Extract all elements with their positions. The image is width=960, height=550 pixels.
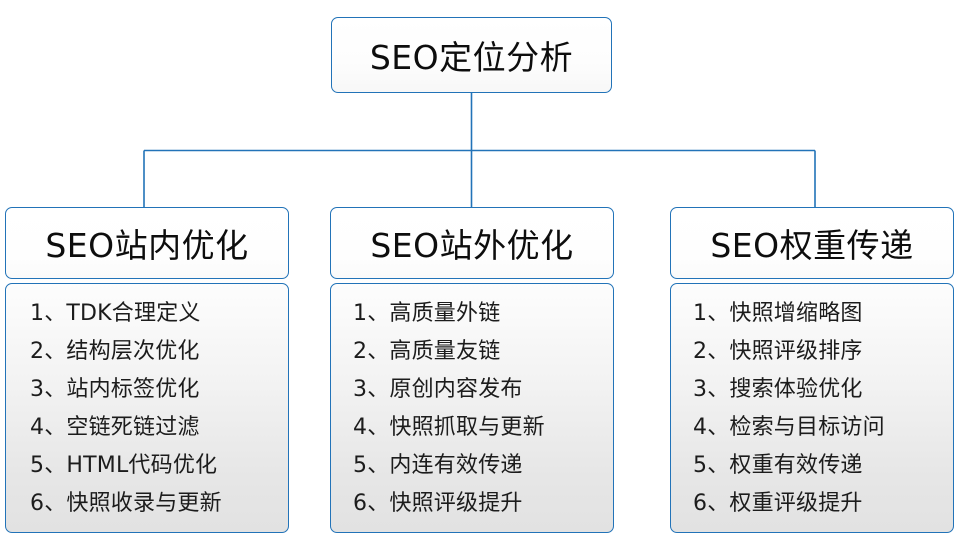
branch-column-3: SEO权重传递 1、快照增缩略图 2、快照评级排序 3、搜索体验优化 4、检索与… bbox=[670, 207, 954, 533]
list-item: 2、高质量友链 bbox=[353, 339, 501, 364]
branch-item-list-3: 1、快照增缩略图 2、快照评级排序 3、搜索体验优化 4、检索与目标访问 5、权… bbox=[671, 295, 953, 523]
list-item: 6、权重评级提升 bbox=[693, 491, 863, 516]
branch-body-3: 1、快照增缩略图 2、快照评级排序 3、搜索体验优化 4、检索与目标访问 5、权… bbox=[670, 283, 954, 533]
branch-column-1: SEO站内优化 1、TDK合理定义 2、结构层次优化 3、站内标签优化 4、空链… bbox=[5, 207, 289, 533]
list-item: 6、快照评级提升 bbox=[353, 491, 523, 516]
list-item: 2、快照评级排序 bbox=[693, 339, 863, 364]
branch-header-2[interactable]: SEO站外优化 bbox=[330, 207, 614, 279]
branch-item-list-2: 1、高质量外链 2、高质量友链 3、原创内容发布 4、快照抓取与更新 5、内连有… bbox=[331, 295, 613, 523]
list-item: 6、快照收录与更新 bbox=[30, 491, 222, 516]
branch-item-list-1: 1、TDK合理定义 2、结构层次优化 3、站内标签优化 4、空链死链过滤 5、H… bbox=[6, 295, 288, 523]
list-item: 5、权重有效传递 bbox=[693, 453, 863, 478]
list-item: 4、检索与目标访问 bbox=[693, 415, 885, 440]
branch-header-1[interactable]: SEO站内优化 bbox=[5, 207, 289, 279]
branch-body-1: 1、TDK合理定义 2、结构层次优化 3、站内标签优化 4、空链死链过滤 5、H… bbox=[5, 283, 289, 533]
list-item: 4、空链死链过滤 bbox=[30, 415, 200, 440]
list-item: 3、站内标签优化 bbox=[30, 377, 200, 402]
list-item: 2、结构层次优化 bbox=[30, 339, 200, 364]
list-item: 1、快照增缩略图 bbox=[693, 301, 863, 326]
list-item: 1、高质量外链 bbox=[353, 301, 501, 326]
list-item: 3、搜索体验优化 bbox=[693, 377, 863, 402]
branch-column-2: SEO站外优化 1、高质量外链 2、高质量友链 3、原创内容发布 4、快照抓取与… bbox=[330, 207, 614, 533]
root-node-label: SEO定位分析 bbox=[369, 38, 574, 77]
branch-body-2: 1、高质量外链 2、高质量友链 3、原创内容发布 4、快照抓取与更新 5、内连有… bbox=[330, 283, 614, 533]
branch-header-3[interactable]: SEO权重传递 bbox=[670, 207, 954, 279]
branch-header-label-2: SEO站外优化 bbox=[370, 226, 574, 265]
list-item: 5、内连有效传递 bbox=[353, 453, 523, 478]
list-item: 5、HTML代码优化 bbox=[30, 453, 218, 478]
root-node[interactable]: SEO定位分析 bbox=[331, 17, 612, 93]
list-item: 4、快照抓取与更新 bbox=[353, 415, 545, 440]
list-item: 3、原创内容发布 bbox=[353, 377, 523, 402]
branch-header-label-3: SEO权重传递 bbox=[710, 226, 914, 265]
branch-header-label-1: SEO站内优化 bbox=[45, 226, 249, 265]
list-item: 1、TDK合理定义 bbox=[30, 301, 201, 326]
